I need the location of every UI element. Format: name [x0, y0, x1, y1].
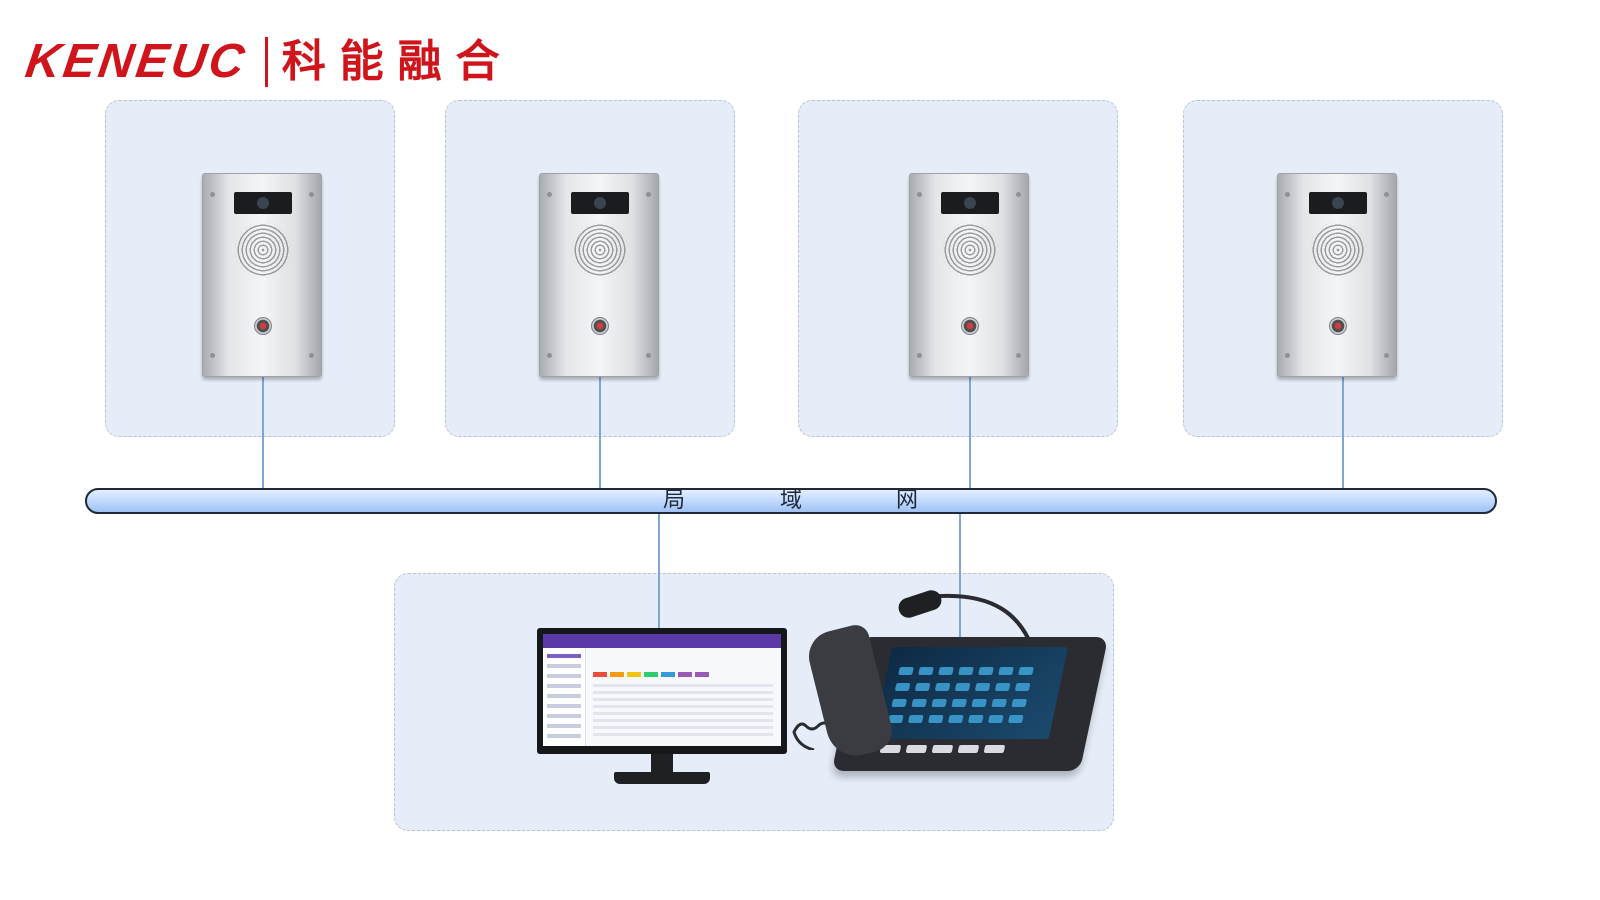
- logo-chinese: 科能融合: [281, 36, 514, 87]
- screw-icon: [917, 192, 922, 197]
- brand-logo: KENEUC 科能融合: [22, 34, 514, 90]
- lan-label-char-1: 局: [663, 488, 686, 513]
- camera-icon: [234, 192, 292, 214]
- intercom-link-1: [262, 375, 264, 488]
- speaker-grille-icon: [942, 222, 998, 278]
- screw-icon: [1384, 353, 1389, 358]
- logo-english: KENEUC: [22, 35, 251, 88]
- sip-intercom-icon: [202, 173, 322, 377]
- screw-icon: [646, 192, 651, 197]
- console-keys: [879, 745, 1006, 753]
- speaker-grille-icon: [1310, 222, 1366, 278]
- screw-icon: [547, 353, 552, 358]
- screw-icon: [1285, 192, 1290, 197]
- lan-label-char-3: 网: [896, 488, 919, 513]
- screw-icon: [646, 353, 651, 358]
- lan-label-char-2: 域: [780, 488, 803, 513]
- console-link: [959, 514, 961, 639]
- call-button-icon: [1329, 317, 1347, 335]
- sip-intercom-icon: [539, 173, 659, 377]
- camera-icon: [941, 192, 999, 214]
- call-button-icon: [961, 317, 979, 335]
- sip-intercom-icon: [1277, 173, 1397, 377]
- screw-icon: [309, 353, 314, 358]
- screw-icon: [1384, 192, 1389, 197]
- console-touchscreen: [872, 647, 1069, 739]
- screw-icon: [917, 353, 922, 358]
- sip-intercom-icon: [909, 173, 1029, 377]
- intercom-link-4: [1342, 375, 1344, 488]
- intercom-link-2: [599, 375, 601, 488]
- screw-icon: [1016, 192, 1021, 197]
- screw-icon: [210, 192, 215, 197]
- logo-divider: [264, 37, 268, 87]
- intercom-link-3: [969, 375, 971, 488]
- speaker-grille-icon: [572, 222, 628, 278]
- screw-icon: [1016, 353, 1021, 358]
- call-button-icon: [591, 317, 609, 335]
- pc-screen: [543, 634, 781, 746]
- speaker-grille-icon: [235, 222, 291, 278]
- screw-icon: [309, 192, 314, 197]
- monitor-stand-icon: [651, 754, 673, 774]
- screw-icon: [1285, 353, 1290, 358]
- screw-icon: [547, 192, 552, 197]
- camera-icon: [571, 192, 629, 214]
- management-pc-icon: [537, 628, 787, 754]
- lan-bus: [85, 488, 1497, 514]
- call-button-icon: [254, 317, 272, 335]
- camera-icon: [1309, 192, 1367, 214]
- monitor-base-icon: [614, 772, 710, 784]
- pc-link: [658, 514, 660, 629]
- screw-icon: [210, 353, 215, 358]
